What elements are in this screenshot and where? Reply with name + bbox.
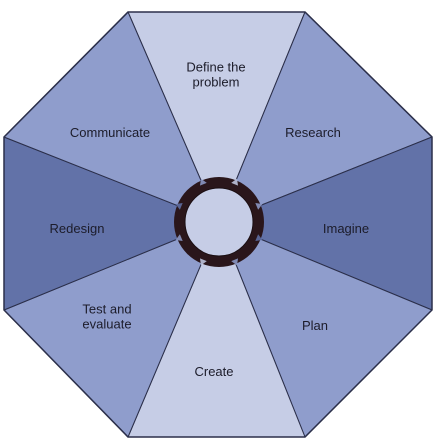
hub-center <box>184 187 254 257</box>
hub-notch <box>255 202 263 210</box>
octagon-outline <box>3 11 433 438</box>
octagon-segments <box>3 11 433 438</box>
label-test-and-evaluate-line: Test and <box>82 302 131 317</box>
hub-notch <box>231 178 239 186</box>
label-imagine: Imagine <box>323 221 369 236</box>
label-plan-line: Plan <box>302 318 328 333</box>
label-plan: Plan <box>302 318 328 333</box>
label-research-line: Research <box>285 125 341 140</box>
label-research: Research <box>285 125 341 140</box>
center-hub <box>174 177 264 267</box>
label-create: Create <box>194 364 233 379</box>
hub-notch <box>199 178 207 186</box>
label-communicate-line: Communicate <box>70 125 150 140</box>
label-create-line: Create <box>194 364 233 379</box>
label-test-and-evaluate-line: evaluate <box>82 317 131 332</box>
label-redesign: Redesign <box>50 221 105 236</box>
label-define-the-problem-line: Define the <box>186 60 245 75</box>
hub-notch <box>199 258 207 266</box>
hub-notch <box>255 234 263 242</box>
hub-notch <box>175 202 183 210</box>
hub-notch <box>231 258 239 266</box>
label-communicate: Communicate <box>70 125 150 140</box>
label-imagine-line: Imagine <box>323 221 369 236</box>
label-define-the-problem-line: problem <box>193 75 240 90</box>
label-redesign-line: Redesign <box>50 221 105 236</box>
hub-notch <box>175 234 183 242</box>
